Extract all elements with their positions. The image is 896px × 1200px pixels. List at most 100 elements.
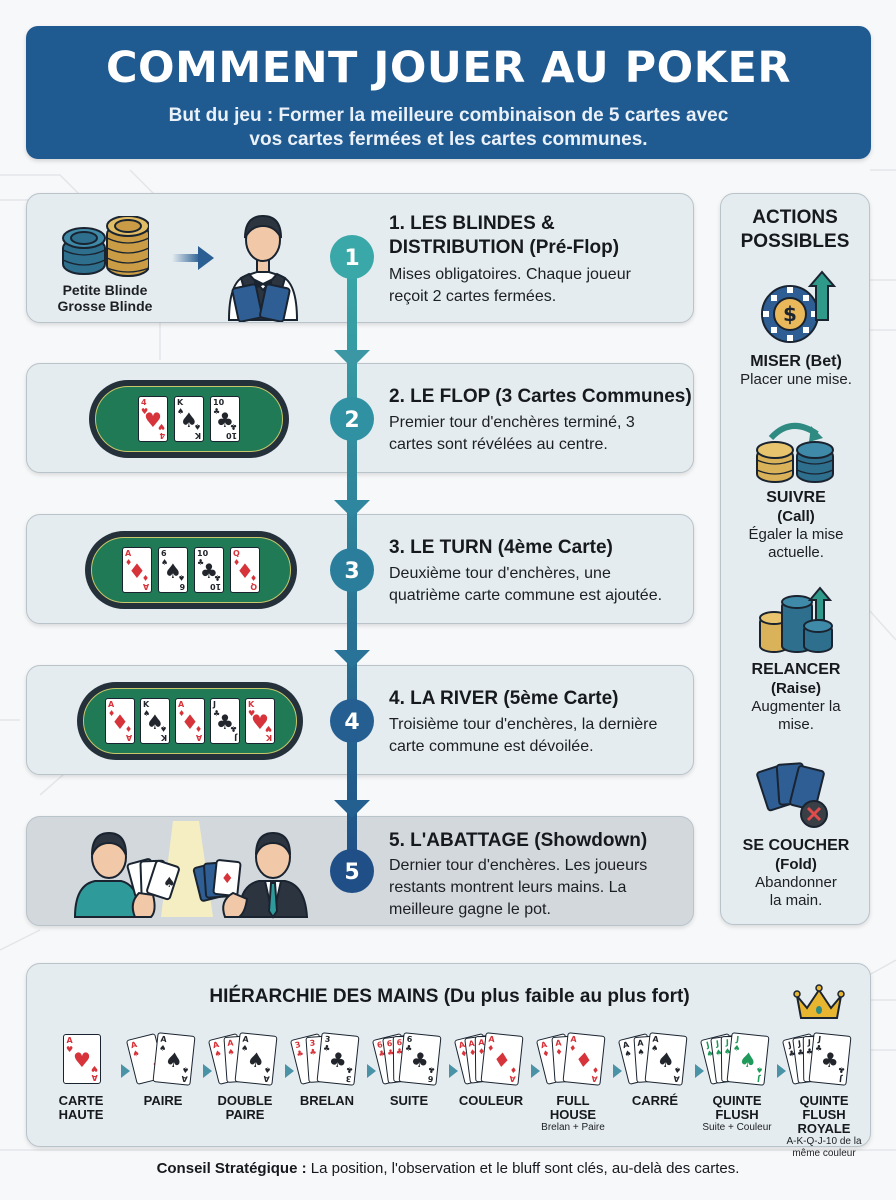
chips-raise-icon (759, 586, 833, 653)
playing-card: 10♣ ♣ 10♣ (210, 396, 240, 442)
cards-fold-icon (756, 762, 828, 828)
next-arrow-icon (121, 1064, 130, 1078)
next-arrow-icon (449, 1064, 458, 1078)
turn-cards: A♦ ♦ A♦6♠ ♠ 6♠10♣ ♣ 10♣Q♦ ♦ Q♦ (91, 537, 291, 603)
playing-card: A♦ ♦ A♦ (122, 547, 152, 593)
action-raise-desc-1: Augmenter la (751, 698, 841, 715)
action-raise-sub: (Raise) (770, 680, 822, 697)
playing-card: A♠ ♠ A♠ (152, 1032, 196, 1086)
hand-label: QUINTE FLUSH (799, 1093, 849, 1122)
hand-label: COULEUR (458, 1093, 524, 1108)
action-raise-name: RELANCER (751, 661, 841, 678)
actions-panel: ACTIONS POSSIBLES $ MISER (Bet) Placer u… (720, 193, 870, 925)
playing-card: K♠ ♠ K♠ (140, 698, 170, 744)
petite-blinde-label: Petite Blinde (62, 282, 148, 298)
action-bet-desc: Placer une mise. (740, 371, 852, 388)
action-raise: RELANCER (Raise) Augmenter la mise. (721, 586, 871, 734)
step-2-title: 2. LE FLOP (3 Cartes Communes) (389, 386, 692, 407)
playing-card: 3♣ ♣ 3♣ (316, 1032, 360, 1086)
playing-card: A♦ ♦ A♦ (105, 698, 135, 744)
next-arrow-icon (531, 1064, 540, 1078)
playing-card: 10♣ ♣ 10♣ (194, 547, 224, 593)
hand-label-line-2: FLUSH (715, 1107, 759, 1122)
action-bet-name: MISER (Bet) (750, 353, 842, 370)
step-5-showdown-card: ♠ ♦ 5. L'ABATTAGE (Showdown) Dernier tou… (26, 816, 694, 926)
hand-cards-fan: A♦ ♦ A♦A♦ ♦ A♦A♦ ♦ A♦ (533, 1032, 613, 1090)
dealer-icon (227, 214, 299, 322)
strategy-tip-text: La position, l'observation et le bluff s… (306, 1160, 740, 1177)
next-arrow-icon (613, 1064, 622, 1078)
step-2-desc-line-2: cartes sont révélées au centre. (389, 436, 608, 453)
hand-cards-fan: J♠ ♠ J♠J♠ ♠ J♠J♠ ♠ J♠J♠ ♠ J♠ (697, 1032, 777, 1090)
hand-sublabel-line-2: même couleur (792, 1148, 856, 1159)
subtitle-line-2: vos cartes fermées et les cartes commune… (249, 129, 648, 150)
step-3-desc-line-1: Deuxième tour d'enchères, une (389, 565, 611, 582)
flop-cards: 4♥ ♥ 4♥K♠ ♠ K♠10♣ ♣ 10♣ (95, 386, 283, 452)
hand-label-line-2: ROYALE (797, 1121, 851, 1136)
next-arrow-icon (695, 1064, 704, 1078)
hand-sublabel: A-K-Q-J-10 de la (786, 1136, 862, 1147)
hand-label: DOUBLE (217, 1093, 273, 1108)
poker-table-river: A♦ ♦ A♦K♠ ♠ K♠A♦ ♦ A♦J♣ ♣ J♣K♥ ♥ K♥ (77, 682, 303, 760)
step-3-desc-line-2: quatrième carte commune est ajoutée. (389, 587, 663, 604)
hand-label-line-2: PAIRE (225, 1107, 265, 1122)
playing-card: A♦ ♦ A♦ (480, 1032, 524, 1086)
step-4-title: 4. LA RIVER (5ème Carte) (389, 688, 619, 709)
hand-label: SUITE (389, 1093, 429, 1108)
hand-cards-fan: A♠ ♠ A♠A♠ ♠ A♠A♠ ♠ A♠ (205, 1032, 285, 1090)
playing-card: J♣ ♣ J♣ (210, 698, 240, 744)
action-fold: SE COUCHER (Fold) Abandonner la main. (721, 758, 871, 910)
hand-cards-fan: A♦ ♦ A♦A♦ ♦ A♦A♦ ♦ A♦A♦ ♦ A♦ (451, 1032, 531, 1090)
subtitle-line-1: But du jeu : Former la meilleure combina… (168, 105, 729, 126)
playing-card: 6♠ ♠ 6♠ (158, 547, 188, 593)
hand-sublabel: Suite + Couleur (702, 1122, 772, 1133)
chips-transfer-icon (756, 423, 834, 483)
next-arrow-icon (285, 1064, 294, 1078)
hand-cards-fan: 3♣ ♣ 3♣3♣ ♣ 3♣3♣ ♣ 3♣ (287, 1032, 367, 1090)
hand-cards-fan: A♠ ♠ A♠A♠ ♠ A♠A♠ ♠ A♠ (615, 1032, 695, 1090)
hand-rankings-title: HIÉRARCHIE DES MAINS (Du plus faible au … (209, 986, 690, 1007)
action-fold-name: SE COUCHER (742, 837, 850, 854)
next-arrow-icon (367, 1064, 376, 1078)
hand-ranking-item: 6♣ ♣ 6♣6♣ ♣ 6♣6♣ ♣ 6♣6♣ ♣ 6♣ SUITE (369, 1032, 449, 1108)
playing-card: A♥ ♥ A♥ (63, 1034, 101, 1084)
showdown-players-icon: ♠ ♦ (73, 821, 309, 919)
page-title: COMMENT JOUER AU POKER (106, 43, 791, 93)
hand-cards-fan: 6♣ ♣ 6♣6♣ ♣ 6♣6♣ ♣ 6♣6♣ ♣ 6♣ (369, 1032, 449, 1090)
playing-card: 4♥ ♥ 4♥ (138, 396, 168, 442)
step-4-desc-line-1: Troisième tour d'enchères, la dernière (389, 716, 658, 733)
playing-card: J♠ ♠ J♠ (726, 1032, 770, 1086)
poker-table-turn: A♦ ♦ A♦6♠ ♠ 6♠10♣ ♣ 10♣Q♦ ♦ Q♦ (85, 531, 297, 609)
next-arrow-icon (203, 1064, 212, 1078)
playing-card: Q♦ ♦ Q♦ (230, 547, 260, 593)
hand-cards-fan: J♣ ♣ J♣J♣ ♣ J♣J♣ ♣ J♣J♣ ♣ J♣ (779, 1032, 859, 1090)
next-arrow-icon (777, 1064, 786, 1078)
hand-ranking-item: J♠ ♠ J♠J♠ ♠ J♠J♠ ♠ J♠J♠ ♠ J♠ QUINTEFLUSHS… (697, 1032, 777, 1134)
hand-cards-fan: A♠ ♠ A♠A♠ ♠ A♠ (123, 1032, 203, 1090)
step-5-desc-line-1: Dernier tour d'enchères. Les joueurs (389, 857, 648, 874)
action-bet: $ MISER (Bet) Placer une mise. (721, 268, 871, 389)
playing-card: A♦ ♦ A♦ (562, 1032, 606, 1086)
hand-label: FULL (556, 1093, 590, 1108)
hand-sublabel: Brelan + Paire (541, 1122, 605, 1133)
action-raise-desc-2: mise. (778, 716, 814, 733)
step-1-blinds-card: Petite Blinde Grosse Blinde 1. LES BLIND… (26, 193, 694, 323)
hand-ranking-item: A♦ ♦ A♦A♦ ♦ A♦A♦ ♦ A♦A♦ ♦ A♦ COULEUR (451, 1032, 531, 1108)
hand-label-line-2: HAUTE (58, 1107, 104, 1122)
playing-card: K♥ ♥ K♥ (245, 698, 275, 744)
svg-text:$: $ (783, 302, 797, 326)
hand-label: CARRÉ (631, 1093, 679, 1108)
hand-label: BRELAN (299, 1093, 355, 1108)
hand-label: CARTE (58, 1093, 104, 1108)
hand-cards-fan: A♥ ♥ A♥ (41, 1032, 121, 1090)
action-call-desc-2: actuelle. (768, 544, 824, 561)
step-5-desc-line-2: restants montrent leurs mains. La (389, 879, 627, 896)
poker-table-flop: 4♥ ♥ 4♥K♠ ♠ K♠10♣ ♣ 10♣ (89, 380, 289, 458)
step-3-turn-card: A♦ ♦ A♦6♠ ♠ 6♠10♣ ♣ 10♣Q♦ ♦ Q♦ 3. LE TUR… (26, 514, 694, 624)
action-fold-sub: (Fold) (775, 856, 817, 873)
step-2-desc-line-1: Premier tour d'enchères terminé, 3 (389, 414, 635, 431)
playing-card: A♠ ♠ A♠ (644, 1032, 688, 1086)
step-4-river-card: A♦ ♦ A♦K♠ ♠ K♠A♦ ♦ A♦J♣ ♣ J♣K♥ ♥ K♥ 4. L… (26, 665, 694, 775)
hand-label: QUINTE (712, 1093, 762, 1108)
